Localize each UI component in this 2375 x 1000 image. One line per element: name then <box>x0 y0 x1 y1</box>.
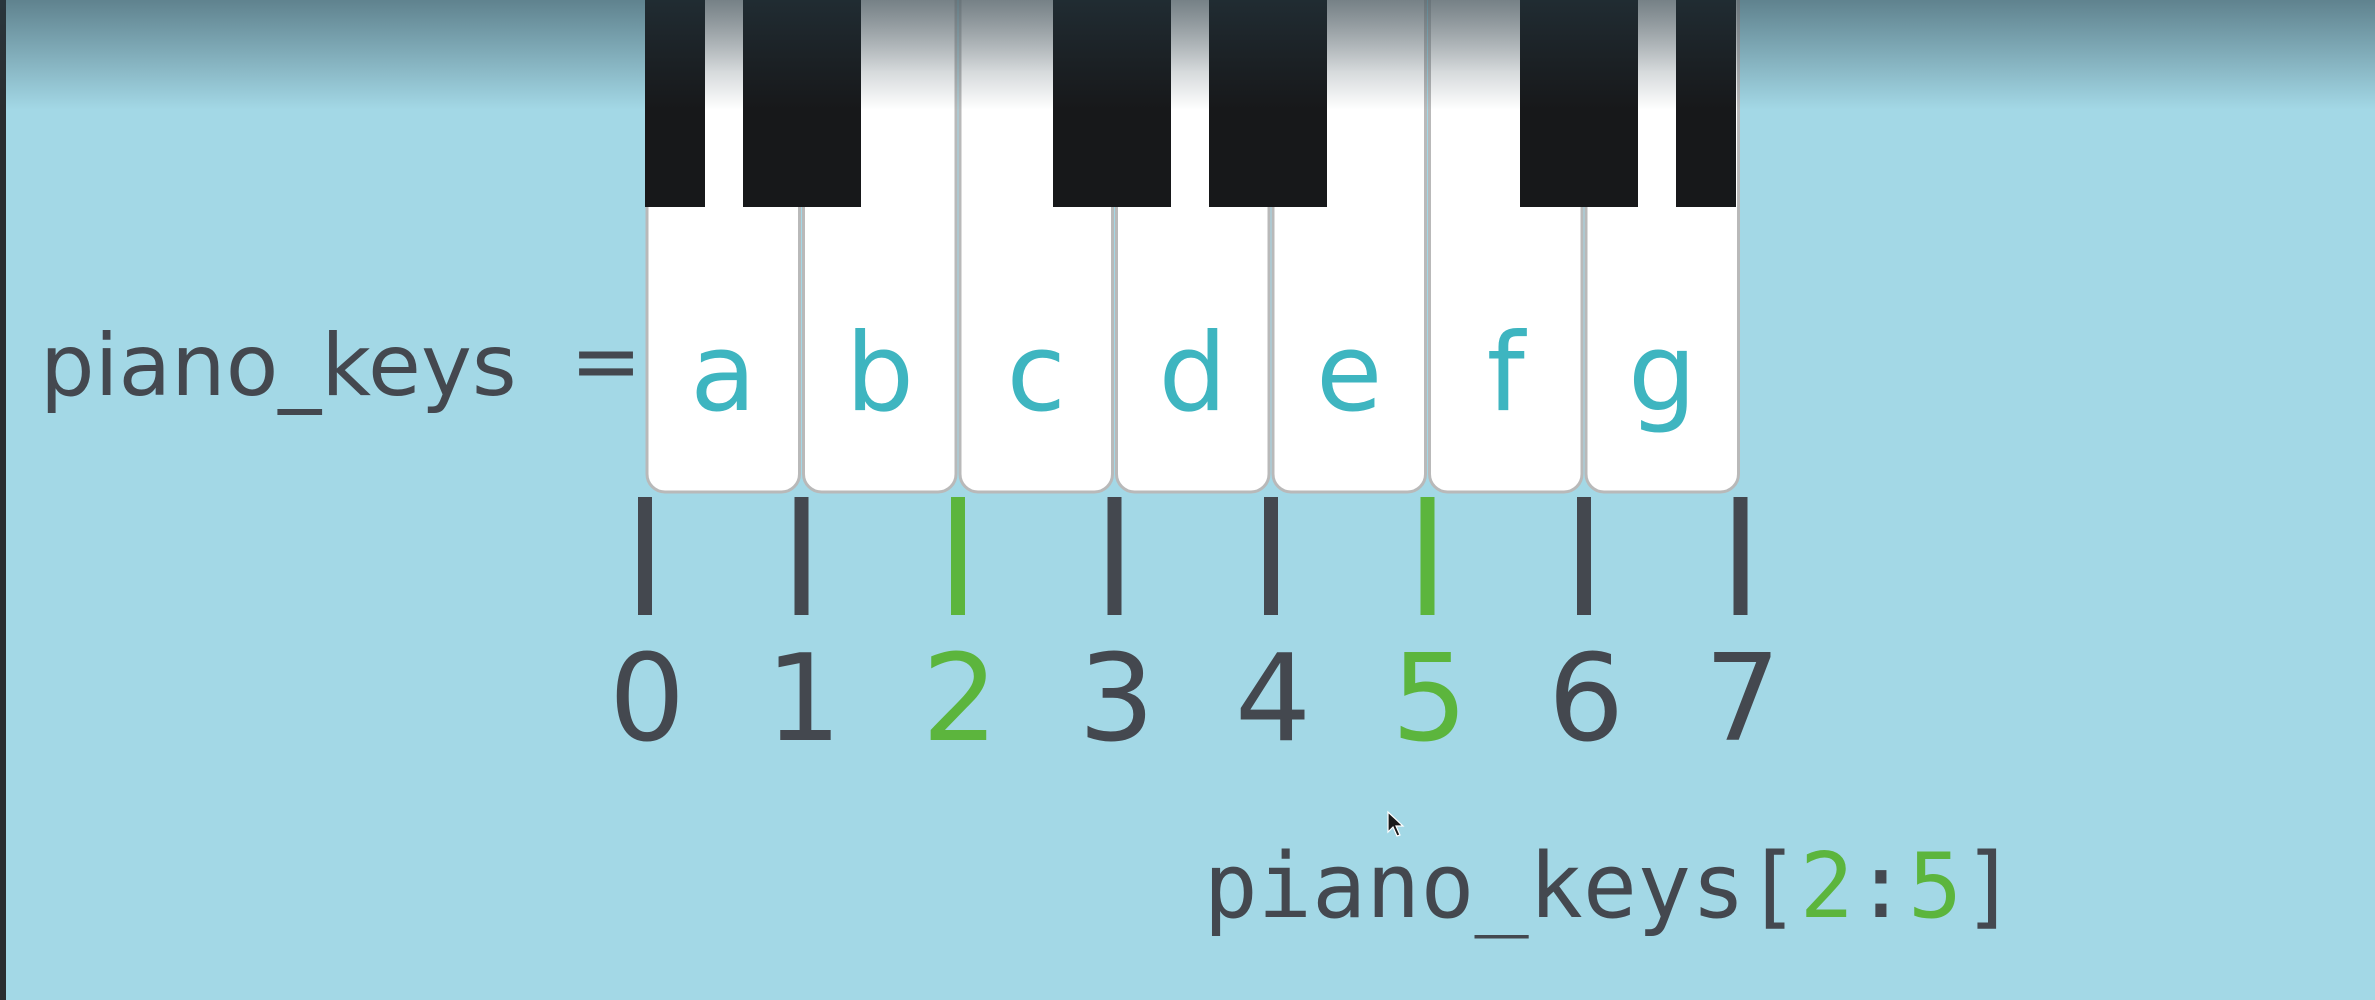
mouse-cursor-icon <box>1387 810 1405 837</box>
index-ticks-group <box>638 497 1748 615</box>
key-label-c: c <box>1007 311 1066 436</box>
slice-stop: 5 <box>1908 834 1962 939</box>
black-key <box>743 0 861 207</box>
slice-open-bracket: [ <box>1745 834 1799 939</box>
index-label-7: 7 <box>1704 630 1780 769</box>
black-key <box>645 0 705 207</box>
index-label-5: 5 <box>1391 630 1467 769</box>
black-key <box>1676 0 1736 207</box>
key-label-g: g <box>1628 311 1697 436</box>
slice-variable: piano_keys <box>1204 834 1746 939</box>
assignment-operator: = <box>570 311 642 411</box>
left-window-edge <box>0 0 6 1000</box>
slice-start: 2 <box>1800 834 1854 939</box>
black-key <box>1209 0 1327 207</box>
variable-name-label: piano_keys <box>40 316 517 416</box>
slice-colon: : <box>1854 834 1908 939</box>
index-label-6: 6 <box>1548 630 1624 769</box>
black-key <box>1053 0 1171 207</box>
key-label-b: b <box>845 311 914 436</box>
key-label-e: e <box>1316 311 1382 436</box>
index-label-3: 3 <box>1078 630 1154 769</box>
index-label-4: 4 <box>1235 630 1311 769</box>
black-key <box>1520 0 1638 207</box>
key-label-a: a <box>690 311 756 436</box>
index-label-2: 2 <box>922 630 998 769</box>
key-label-f: f <box>1487 311 1528 436</box>
index-label-0: 0 <box>609 630 685 769</box>
slice-expression: piano_keys[2:5] <box>1204 834 2017 939</box>
index-label-1: 1 <box>765 630 841 769</box>
key-label-d: d <box>1158 311 1227 436</box>
slice-close-bracket: ] <box>1962 834 2016 939</box>
